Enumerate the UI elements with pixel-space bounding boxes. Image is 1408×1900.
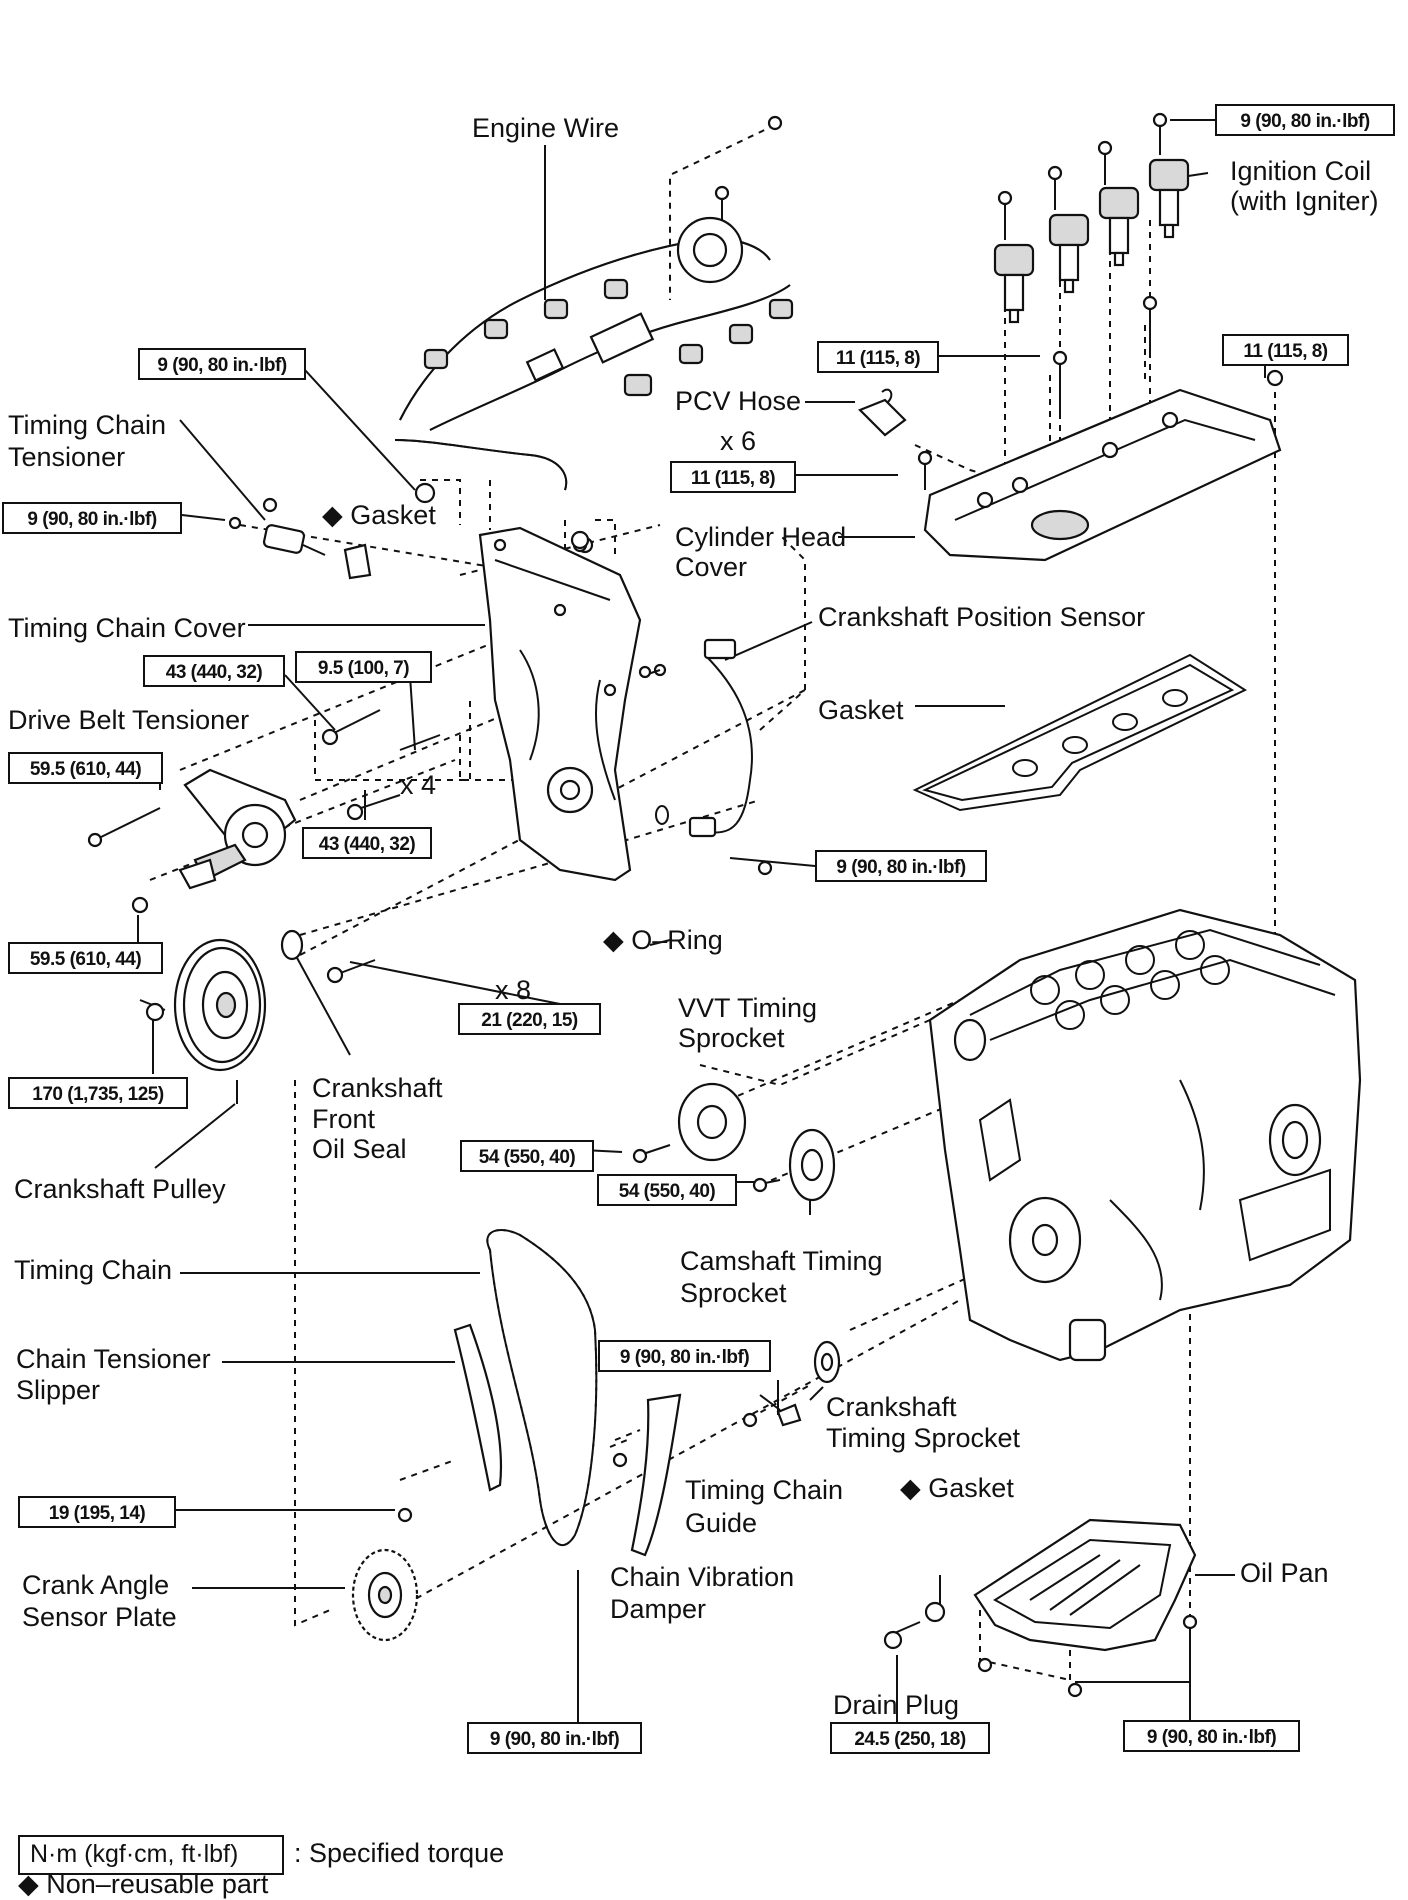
pcv-hose xyxy=(858,388,907,437)
label-gasket-top: ◆ Gasket xyxy=(322,500,436,530)
torque-slipper-bolt: 19 (195, 14) xyxy=(18,1496,176,1528)
torque-belt-tensioner-59-5-bottom: 59.5 (610, 44) xyxy=(8,942,163,974)
torque-cover-21-x8: 21 (220, 15) xyxy=(458,1003,601,1035)
label-ignition-coil-2: (with Igniter) xyxy=(1230,186,1379,216)
label-drive-belt-tensioner: Drive Belt Tensioner xyxy=(8,705,250,735)
label-pcv-hose: PCV Hose xyxy=(675,386,802,416)
torque-guide-bolt: 9 (90, 80 in.·lbf) xyxy=(598,1340,771,1372)
label-timing-chain-guide-1: Timing Chain xyxy=(685,1475,844,1505)
label-gasket-cover: Gasket xyxy=(818,695,904,725)
label-cylinder-head-cover-1: Cylinder Head xyxy=(675,522,847,552)
label-vvt-timing-sprocket-1: VVT Timing xyxy=(678,993,818,1023)
engine-block xyxy=(928,908,1362,1362)
torque-belt-tensioner-59-5-top: 59.5 (610, 44) xyxy=(8,752,163,784)
crankshaft-pulley xyxy=(139,929,304,1072)
oil-pan-part xyxy=(883,1518,1198,1698)
label-timing-chain-cover: Timing Chain Cover xyxy=(8,613,246,643)
chain-guide-damper xyxy=(612,1393,802,1557)
label-gasket-oil-pan: ◆ Gasket xyxy=(900,1473,1014,1503)
timing-chain-part xyxy=(486,1229,598,1547)
torque-damper-bolt: 9 (90, 80 in.·lbf) xyxy=(467,1722,642,1754)
label-timing-chain-tensioner-1: Timing Chain xyxy=(8,410,167,440)
label-x4: x 4 xyxy=(400,770,437,800)
torque-cover-43: 43 (440, 32) xyxy=(143,655,285,687)
torque-sensor-bolt: 9 (90, 80 in.·lbf) xyxy=(815,850,987,882)
label-crankshaft-front-oil-seal-3: Oil Seal xyxy=(312,1134,407,1164)
head-cover-gasket xyxy=(912,653,1248,812)
label-oil-pan: Oil Pan xyxy=(1240,1558,1329,1588)
chain-tensioner-slipper xyxy=(397,1323,503,1523)
label-chain-vibration-damper-2: Damper xyxy=(610,1594,707,1624)
label-chain-tensioner-slipper-2: Slipper xyxy=(16,1375,101,1405)
label-timing-chain-guide-2: Guide xyxy=(685,1508,758,1538)
timing-chain-tensioner-part xyxy=(228,497,372,580)
torque-pulley-bolt: 170 (1,735, 125) xyxy=(8,1077,188,1109)
torque-cover-9-5: 9.5 (100, 7) xyxy=(295,651,432,683)
non-reusable-diamond-icon: ◆ xyxy=(603,925,624,955)
label-timing-chain: Timing Chain xyxy=(14,1255,173,1285)
label-crankshaft-position-sensor: Crankshaft Position Sensor xyxy=(818,602,1146,632)
label-crankshaft-timing-sprocket-1: Crankshaft xyxy=(826,1392,957,1422)
torque-tensioner-bolt: 9 (90, 80 in.·lbf) xyxy=(2,502,182,534)
torque-oil-pan-bolt: 9 (90, 80 in.·lbf) xyxy=(1123,1720,1300,1752)
label-engine-wire: Engine Wire xyxy=(472,113,620,143)
engine-wire-harness xyxy=(394,216,794,491)
label-crankshaft-front-oil-seal-1: Crankshaft xyxy=(312,1073,443,1103)
torque-cover-43-x4: 43 (440, 32) xyxy=(302,827,432,859)
torque-coil-bolt: 9 (90, 80 in.·lbf) xyxy=(1215,104,1395,136)
torque-head-cover-11-right: 11 (115, 8) xyxy=(1222,334,1349,366)
timing-chain-cover xyxy=(478,526,642,882)
label-cylinder-head-cover-2: Cover xyxy=(675,552,748,582)
o-ring-part xyxy=(655,805,669,825)
drive-belt-tensioner xyxy=(87,768,297,914)
label-crankshaft-front-oil-seal-2: Front xyxy=(312,1104,376,1134)
non-reusable-diamond-icon: ◆ xyxy=(18,1869,39,1899)
label-crankshaft-pulley: Crankshaft Pulley xyxy=(14,1174,226,1204)
legend-torque-box: N·m (kgf·cm, ft·lbf) xyxy=(18,1835,284,1875)
label-chain-vibration-damper-1: Chain Vibration xyxy=(610,1562,795,1592)
assembly-lines xyxy=(149,124,1276,1681)
torque-engine-wire-bolt: 9 (90, 80 in.·lbf) xyxy=(138,348,306,380)
crank-angle-sensor-plate xyxy=(351,1548,419,1642)
ignition-coils xyxy=(993,112,1190,324)
legend-torque-desc: : Specified torque xyxy=(294,1838,505,1868)
label-camshaft-timing-sprocket-1: Camshaft Timing xyxy=(680,1246,883,1276)
label-crank-angle-sensor-plate-1: Crank Angle xyxy=(22,1570,170,1600)
label-x6: x 6 xyxy=(720,426,757,456)
legend-non-reusable: ◆ Non–reusable part xyxy=(18,1869,269,1899)
sprockets xyxy=(632,1082,841,1384)
misc-bolts xyxy=(414,115,783,876)
label-drain-plug: Drain Plug xyxy=(833,1690,960,1720)
label-chain-tensioner-slipper-1: Chain Tensioner xyxy=(16,1344,211,1374)
cylinder-head-cover xyxy=(917,295,1284,562)
torque-cam-sprocket-bolt: 54 (550, 40) xyxy=(597,1174,737,1206)
torque-vvt-bolt: 54 (550, 40) xyxy=(460,1140,594,1172)
crankshaft-position-sensor xyxy=(644,638,753,838)
torque-head-cover-11-center: 11 (115, 8) xyxy=(817,341,939,373)
label-x8: x 8 xyxy=(495,975,532,1005)
label-camshaft-timing-sprocket-2: Sprocket xyxy=(680,1278,787,1308)
non-reusable-diamond-icon: ◆ xyxy=(322,500,343,530)
label-timing-chain-tensioner-2: Tensioner xyxy=(8,442,126,472)
torque-drain-plug: 24.5 (250, 18) xyxy=(830,1722,990,1754)
label-crank-angle-sensor-plate-2: Sensor Plate xyxy=(22,1602,177,1632)
non-reusable-diamond-icon: ◆ xyxy=(900,1473,921,1503)
label-o-ring: ◆ O–Ring xyxy=(603,925,723,955)
label-ignition-coil-1: Ignition Coil xyxy=(1230,156,1372,186)
label-vvt-timing-sprocket-2: Sprocket xyxy=(678,1023,785,1053)
torque-head-cover-11-x6: 11 (115, 8) xyxy=(670,461,796,493)
label-crankshaft-timing-sprocket-2: Timing Sprocket xyxy=(826,1423,1021,1453)
